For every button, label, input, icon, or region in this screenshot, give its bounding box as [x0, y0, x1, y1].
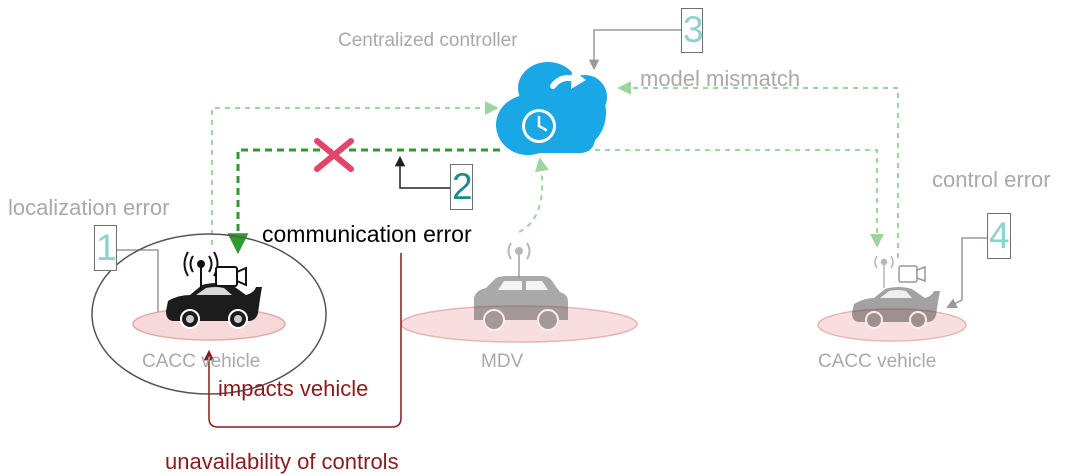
pointer-4 [946, 237, 988, 308]
pointer-3 [588, 29, 681, 71]
model-mismatch-label: model mismatch [640, 66, 801, 91]
number-box-3 [681, 8, 703, 53]
faded-link-lines [211, 81, 899, 258]
unavailability-label: unavailability of controls [165, 449, 399, 474]
communication-line [227, 148, 500, 255]
sports-car-icon [166, 283, 262, 329]
camera-icon [898, 265, 926, 283]
link-cloud-to-right [585, 149, 884, 248]
vehicle-label-right: CACC vehicle [818, 351, 937, 372]
vehicle-label-left: CACC vehicle [142, 351, 261, 372]
cloud-clock-icon [496, 62, 607, 155]
pointer-2 [394, 155, 451, 189]
antenna-icon [507, 242, 531, 278]
vehicle-label-mdv: MDV [481, 351, 524, 372]
link-right-to-cloud [617, 81, 899, 258]
communication-error-label: communication error [262, 221, 472, 247]
antenna-icon [874, 255, 894, 288]
number-2: 2 [452, 166, 473, 207]
number-4: 4 [989, 215, 1010, 256]
camera-icon [215, 266, 247, 287]
number-box-4 [987, 213, 1011, 259]
cross-icon [314, 138, 354, 172]
number-box-1 [94, 225, 117, 271]
control-error-label: control error [932, 167, 1051, 192]
vehicle-shadow-3 [817, 308, 967, 342]
number-box-2 [450, 164, 473, 210]
impact-path [203, 253, 402, 428]
localization-error-label: localization error [8, 195, 170, 220]
centralized-controller-label: Centralized controller [338, 30, 518, 51]
link-mdv-to-cloud [518, 157, 549, 233]
suv-icon [474, 276, 568, 331]
sports-car-icon [852, 287, 940, 329]
number-3: 3 [683, 9, 704, 50]
impacts-vehicle-label: impacts vehicle [218, 376, 369, 401]
pointer-1 [117, 249, 164, 325]
number-1: 1 [96, 227, 117, 268]
